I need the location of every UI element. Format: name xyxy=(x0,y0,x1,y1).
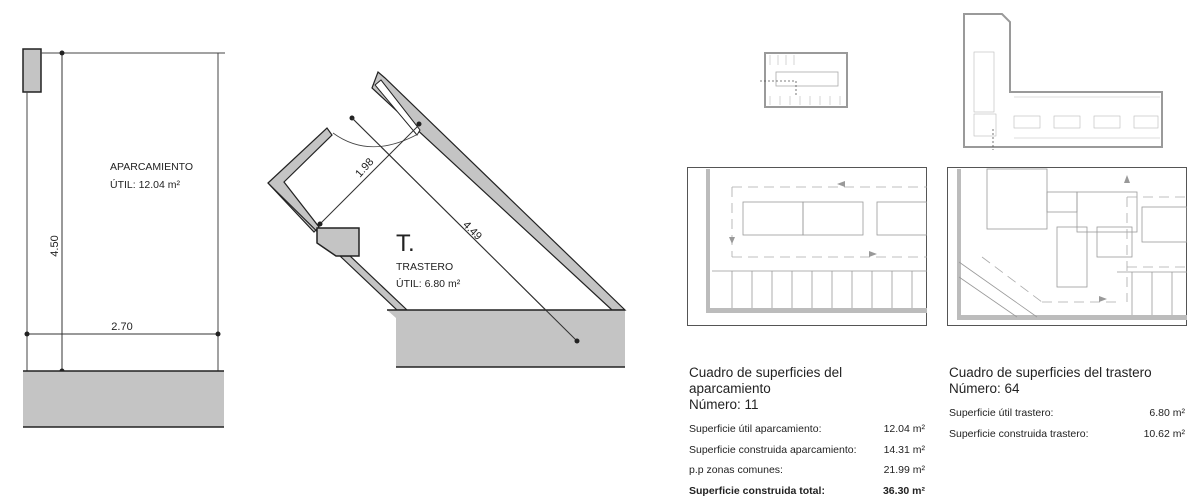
row-value: 12.04 m² xyxy=(884,423,925,435)
parking-label: APARCAMIENTO xyxy=(110,161,193,173)
storage-table-title: Cuadro de superficies del trastero xyxy=(949,365,1185,381)
storage-letter: T. xyxy=(396,230,415,257)
storage-area: ÚTIL: 6.80 m² xyxy=(396,277,461,290)
wall-left-upper xyxy=(268,128,332,232)
key-plan-small xyxy=(760,50,850,110)
dim-height: 4.50 xyxy=(49,235,61,256)
table-row: Superficie construida trastero: 10.62 m² xyxy=(949,424,1185,445)
storage-room-plan: 1.98 4.49 T. TRASTERO ÚTIL: 6.80 m² xyxy=(260,0,640,481)
detail-plan-parking xyxy=(687,167,927,327)
row-label: Superficie construida aparcamiento: xyxy=(689,444,857,456)
row-value: 6.80 m² xyxy=(1149,407,1185,419)
column xyxy=(23,49,41,92)
parking-table-title: Cuadro de superficies del aparcamiento xyxy=(689,365,925,397)
row-label: Superficie construida trastero: xyxy=(949,428,1088,440)
parking-space-plan: 4.50 2.70 APARCAMIENTO ÚTIL: 12.04 m² xyxy=(0,0,240,481)
table-row-total: Superficie construida total: 36.30 m² xyxy=(689,481,925,501)
door-swing xyxy=(333,133,418,147)
column xyxy=(317,228,359,256)
row-label: p.p zonas comunes: xyxy=(689,464,783,476)
table-row: Superficie útil aparcamiento: 12.04 m² xyxy=(689,419,925,440)
row-label: Superficie útil aparcamiento: xyxy=(689,423,822,435)
key-plan-large xyxy=(962,12,1192,152)
detail-plan-storage xyxy=(947,167,1187,327)
wall-bottom xyxy=(23,371,224,427)
dim-width: 1.98 xyxy=(353,156,376,180)
storage-surfaces-table: Cuadro de superficies del trastero Númer… xyxy=(949,365,1185,444)
wall-right xyxy=(372,72,625,310)
storage-table-number: Número: 64 xyxy=(949,381,1185,397)
table-row: Superficie construida aparcamiento: 14.3… xyxy=(689,440,925,461)
dim-width: 2.70 xyxy=(111,321,132,333)
parking-table-number: Número: 11 xyxy=(689,397,925,413)
wall-bottom xyxy=(387,310,625,367)
storage-label: TRASTERO xyxy=(396,261,453,273)
dim-length: 4.49 xyxy=(460,219,484,243)
row-value: 14.31 m² xyxy=(884,444,925,456)
row-value: 36.30 m² xyxy=(883,485,925,497)
row-label: Superficie útil trastero: xyxy=(949,407,1053,419)
table-row: Superficie útil trastero: 6.80 m² xyxy=(949,403,1185,424)
row-label: Superficie construida total: xyxy=(689,485,825,497)
row-value: 21.99 m² xyxy=(884,464,925,476)
table-row: p.p zonas comunes: 21.99 m² xyxy=(689,460,925,481)
row-value: 10.62 m² xyxy=(1144,428,1185,440)
parking-area: ÚTIL: 12.04 m² xyxy=(110,178,181,191)
